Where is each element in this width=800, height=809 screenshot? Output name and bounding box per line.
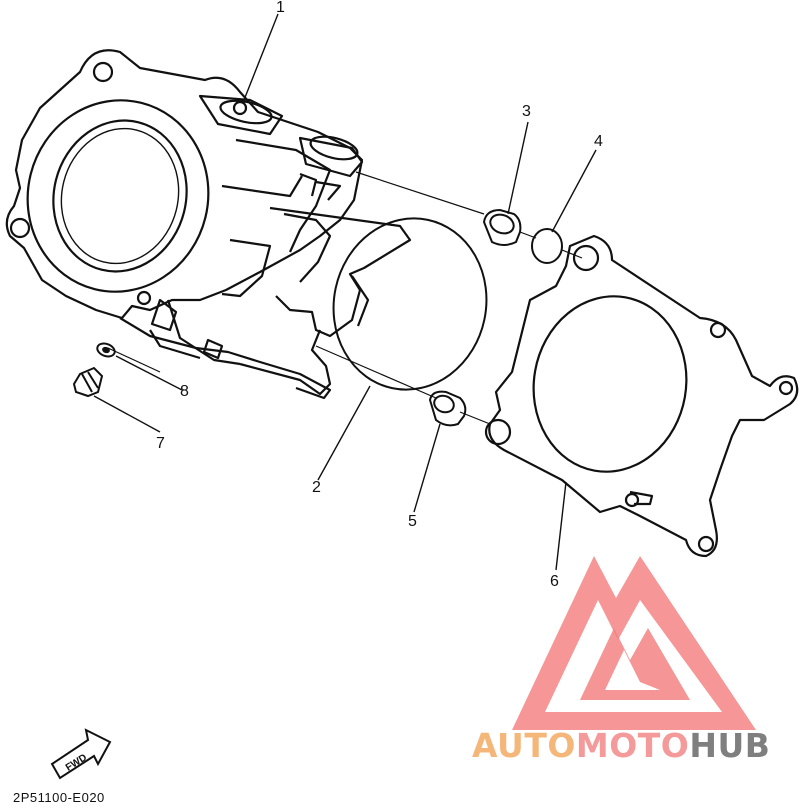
watermark-logo: [512, 556, 756, 730]
diagram-code: 2P51100-E020: [13, 790, 105, 805]
callout-7: 7: [156, 435, 165, 452]
cylinder-block: [5, 49, 412, 400]
callout-5: 5: [408, 513, 417, 530]
o-ring-part-2: [332, 217, 488, 391]
dowel-pin-part-3: [482, 208, 522, 246]
leader-lines: [93, 13, 597, 571]
callout-8: 8: [180, 383, 189, 400]
watermark-hub: HUB: [689, 726, 770, 765]
callout-4: 4: [594, 133, 603, 150]
watermark-text: AUTOMOTOHUB: [472, 726, 770, 765]
callout-1: 1: [276, 0, 285, 16]
callout-3: 3: [522, 103, 531, 120]
callout-6: 6: [550, 573, 559, 590]
watermark-auto: AUTO: [472, 726, 576, 765]
washer-part-8: [96, 342, 116, 358]
small-o-ring-part-4: [531, 228, 563, 264]
fwd-arrow-icon: FWD: [50, 728, 112, 780]
callout-2: 2: [312, 479, 321, 496]
watermark-moto: MOTO: [576, 726, 689, 765]
dowel-pin-part-5: [428, 390, 467, 427]
bolt-part-7: [72, 366, 104, 398]
cylinder-gasket-part-6: [484, 234, 799, 558]
